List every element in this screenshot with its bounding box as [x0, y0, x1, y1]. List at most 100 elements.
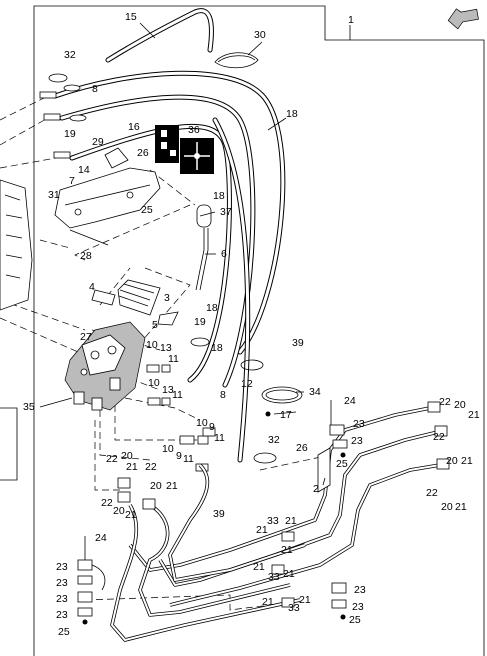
callout-18: 18 [206, 302, 218, 314]
left-mounting-plate [0, 179, 33, 311]
callout-10: 10 [146, 339, 158, 351]
callout-8: 8 [92, 83, 98, 95]
callout-35: 35 [23, 401, 35, 413]
callout-10: 10 [196, 417, 208, 429]
callout-33: 33 [288, 602, 300, 614]
callout-20: 20 [150, 480, 162, 492]
callout-33: 33 [268, 571, 280, 583]
callout-39: 39 [213, 508, 225, 520]
assembly-frame [0, 5, 485, 656]
callout-20: 20 [446, 455, 458, 467]
callout-5: 5 [152, 319, 158, 331]
callout-24: 24 [344, 395, 356, 407]
callout-21: 21 [256, 524, 268, 536]
callout-37: 37 [220, 206, 232, 218]
callout-39: 39 [292, 337, 304, 349]
callout-21: 21 [461, 455, 473, 467]
callout-20: 20 [441, 501, 453, 513]
clamp-30 [214, 52, 259, 69]
callout-18: 18 [213, 190, 225, 202]
callout-23: 23 [354, 584, 366, 596]
callout-17: 17 [280, 409, 292, 421]
callout-24: 24 [95, 532, 107, 544]
tube-clips [77, 400, 348, 625]
callout-21: 21 [455, 501, 467, 513]
callout-34: 34 [309, 386, 321, 398]
callout-15: 15 [125, 11, 137, 23]
callout-11: 11 [183, 453, 194, 465]
callout-11: 11 [168, 353, 179, 365]
decal-16 [155, 125, 179, 163]
callout-18: 18 [211, 342, 223, 354]
callout-11: 11 [214, 432, 225, 444]
callout-21: 21 [125, 509, 137, 521]
callout-26: 26 [137, 147, 149, 159]
callout-25: 25 [336, 458, 348, 470]
callout-1: 1 [348, 14, 354, 26]
callout-32: 32 [268, 434, 280, 446]
callout-36: 36 [188, 124, 200, 136]
callout-11: 11 [172, 389, 183, 401]
callout-23: 23 [56, 593, 68, 605]
callout-20: 20 [121, 450, 133, 462]
callout-25: 25 [58, 626, 70, 638]
callout-13: 13 [162, 384, 174, 396]
control-valve-35 [64, 321, 146, 411]
callout-8: 8 [220, 389, 226, 401]
callout-21: 21 [283, 568, 295, 580]
clamps [190, 337, 303, 464]
callout-21: 21 [281, 544, 293, 556]
hose-fittings [39, 73, 87, 159]
callout-32: 32 [64, 49, 76, 61]
plate-29 [104, 147, 129, 169]
callout-20: 20 [113, 505, 125, 517]
callout-12: 12 [241, 378, 253, 390]
callout-10: 10 [148, 377, 160, 389]
arrow-down-left-icon [447, 8, 479, 30]
callout-31: 31 [48, 189, 60, 201]
callout-23: 23 [56, 577, 68, 589]
callout-20: 20 [454, 399, 466, 411]
boot-3 [91, 279, 179, 326]
callout-13: 13 [160, 342, 172, 354]
callout-9: 9 [176, 450, 182, 462]
callout-22: 22 [439, 396, 451, 408]
callout-22: 22 [101, 497, 113, 509]
callout-22: 22 [426, 487, 438, 499]
callout-21: 21 [262, 596, 274, 608]
decal-36 [180, 138, 214, 174]
control-lever [195, 204, 212, 291]
callout-25: 25 [349, 614, 361, 626]
callout-23: 23 [353, 418, 365, 430]
hose-15 [105, 8, 214, 63]
callout-7: 7 [69, 175, 75, 187]
callout-23: 23 [352, 601, 364, 613]
callout-21: 21 [253, 561, 265, 573]
callout-2: 2 [313, 483, 319, 495]
callout-16: 16 [128, 121, 140, 133]
callout-26: 26 [296, 442, 308, 454]
bracket-7 [54, 167, 161, 246]
hoses-18 [52, 70, 286, 463]
callout-19: 19 [64, 128, 76, 140]
callout-23: 23 [56, 609, 68, 621]
callout-27: 27 [80, 331, 92, 343]
callout-leaders [39, 22, 351, 486]
callout-21: 21 [166, 480, 178, 492]
callout-30: 30 [254, 29, 266, 41]
callout-labels: 1 15 30 32 8 18 16 36 19 29 26 14 7 31 2… [23, 11, 480, 638]
callout-19: 19 [194, 316, 206, 328]
callout-3: 3 [164, 292, 170, 304]
callout-4: 4 [89, 281, 95, 293]
rigid-tubes [110, 406, 441, 642]
callout-18: 18 [286, 108, 298, 120]
callout-23: 23 [351, 435, 363, 447]
callout-6: 6 [221, 248, 227, 260]
callout-28: 28 [80, 250, 92, 262]
callout-21: 21 [285, 515, 297, 527]
callout-22: 22 [433, 431, 445, 443]
callout-33: 33 [267, 515, 279, 527]
callout-23: 23 [56, 561, 68, 573]
callout-22: 22 [106, 453, 118, 465]
